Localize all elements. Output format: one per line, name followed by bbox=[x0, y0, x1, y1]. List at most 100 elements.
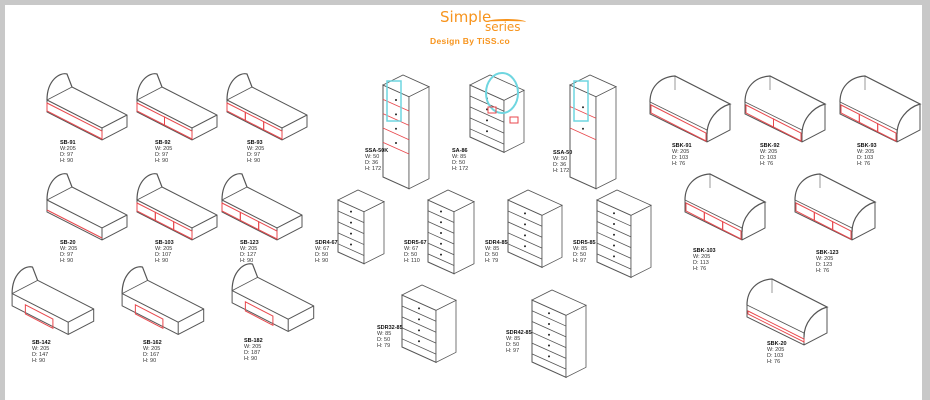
chest-side bbox=[435, 299, 457, 363]
width-spec: W: 205 bbox=[240, 246, 258, 252]
depth-spec: D: 127 bbox=[240, 252, 257, 258]
drawer-knob bbox=[350, 232, 352, 235]
drawer bbox=[337, 221, 365, 234]
product-code: SDR42-85 bbox=[506, 330, 532, 336]
drawer-knob bbox=[582, 127, 584, 130]
chest-drawing bbox=[337, 189, 385, 265]
drawer-knob bbox=[440, 210, 442, 213]
width-spec: W: 205 bbox=[767, 347, 785, 353]
bed-back-edge bbox=[231, 276, 258, 291]
sofa-back bbox=[684, 173, 767, 233]
sofa-seat-edge bbox=[794, 199, 853, 229]
width-spec: W: 205 bbox=[155, 246, 173, 252]
drawer bbox=[531, 331, 567, 348]
bed-frame bbox=[46, 86, 128, 141]
width-spec: W:205 bbox=[60, 146, 76, 152]
chest-top bbox=[507, 189, 563, 216]
width-spec: W: 205 bbox=[32, 346, 50, 352]
drawer bbox=[469, 117, 505, 134]
sofa-seat-edge bbox=[684, 199, 743, 229]
product-code: SDR5-85 bbox=[573, 240, 596, 246]
widechest-drawing bbox=[531, 289, 587, 379]
depth-spec: D: 167 bbox=[143, 352, 160, 358]
drawer bbox=[427, 253, 455, 266]
drawer bbox=[703, 211, 724, 231]
width-spec: W: 205 bbox=[816, 256, 834, 262]
height-spec: H: 97 bbox=[573, 258, 587, 264]
width-spec: W: 205 bbox=[247, 146, 265, 152]
drawer bbox=[401, 316, 437, 333]
width-spec: W: 205 bbox=[143, 346, 161, 352]
sofa-back bbox=[839, 75, 922, 135]
dresser-drawing bbox=[469, 72, 525, 154]
drawer-knob bbox=[350, 243, 352, 246]
width-spec: W: 85 bbox=[377, 331, 392, 337]
product-code: SDR4-85 bbox=[485, 240, 508, 246]
chest-top bbox=[337, 189, 385, 213]
drawer-knob bbox=[395, 127, 397, 130]
product-code: SBK-123 bbox=[816, 250, 839, 256]
bed-drawing bbox=[226, 73, 308, 141]
bed-frame bbox=[221, 186, 303, 241]
drawer bbox=[507, 232, 543, 249]
product-code: SDR4-67 bbox=[315, 240, 338, 246]
drawer bbox=[596, 210, 632, 227]
chest-top bbox=[401, 284, 457, 311]
drawer bbox=[258, 220, 278, 240]
chest-side bbox=[503, 89, 525, 153]
depth-spec: D: 107 bbox=[155, 252, 172, 258]
headboard bbox=[226, 73, 253, 101]
headboard bbox=[221, 173, 248, 201]
product-code: SBK-92 bbox=[760, 143, 780, 149]
drawer bbox=[24, 303, 54, 330]
product-code: SDR5-67 bbox=[404, 240, 427, 246]
bed-back-edge bbox=[11, 279, 38, 294]
drawer bbox=[469, 95, 505, 112]
depth-spec: D: 36 bbox=[553, 162, 567, 168]
width-spec: W: 205 bbox=[60, 246, 78, 252]
bed-back-edge bbox=[46, 86, 73, 101]
height-spec: H: 90 bbox=[240, 258, 254, 264]
drawer-knob bbox=[548, 323, 550, 326]
drawer bbox=[337, 210, 365, 224]
sofa-back bbox=[649, 75, 732, 135]
drawer-knob bbox=[350, 221, 352, 224]
bed-drawing bbox=[46, 73, 128, 141]
product-code: SB-92 bbox=[155, 140, 171, 146]
chest-side bbox=[453, 201, 475, 275]
mirror bbox=[485, 72, 519, 114]
drawer bbox=[507, 243, 543, 260]
depth-spec: D: 36 bbox=[365, 160, 379, 166]
drawer-knob bbox=[524, 234, 526, 237]
chest-side bbox=[565, 304, 587, 378]
depth-spec: D: 103 bbox=[672, 155, 689, 161]
drawer bbox=[226, 102, 246, 122]
glass-shelf bbox=[386, 80, 402, 122]
drawer bbox=[382, 141, 410, 155]
drawer bbox=[487, 106, 497, 114]
drawer bbox=[747, 310, 805, 343]
headboard bbox=[46, 73, 73, 101]
chest-top bbox=[427, 189, 475, 213]
tall-drawing bbox=[569, 74, 617, 190]
height-spec: H: 172 bbox=[452, 166, 469, 172]
drawer-knob bbox=[486, 119, 488, 122]
product-code: SB-142 bbox=[32, 340, 51, 346]
sofa-drawing bbox=[744, 75, 827, 143]
drawer bbox=[337, 232, 365, 245]
width-spec: W: 205 bbox=[857, 149, 875, 155]
bed-drawing bbox=[46, 173, 128, 241]
depth-spec: D: 50 bbox=[377, 337, 391, 343]
height-spec: H: 76 bbox=[760, 161, 774, 167]
drawer bbox=[685, 202, 705, 222]
drawer-knob bbox=[613, 244, 615, 247]
height-spec: H: 79 bbox=[485, 258, 499, 264]
